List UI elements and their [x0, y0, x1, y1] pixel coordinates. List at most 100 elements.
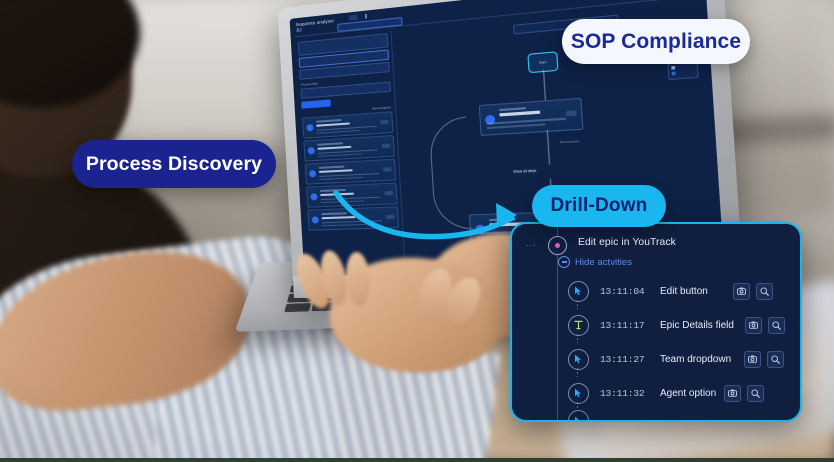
bottom-edge-strip — [0, 458, 834, 462]
activity-row[interactable]: 13:11:27 Team dropdown — [512, 342, 800, 377]
timeline-connector — [577, 334, 578, 343]
app-title: Sequence analyzer — [295, 18, 335, 28]
magnifier-glyph — [751, 388, 760, 398]
avatar — [308, 169, 317, 177]
item-title — [317, 145, 352, 151]
minus-circle-icon — [558, 256, 570, 268]
activity-time: 13:11:04 — [600, 285, 645, 297]
list-item[interactable] — [302, 111, 394, 139]
camera-glyph — [749, 321, 758, 329]
item-title — [318, 169, 353, 174]
list-item[interactable] — [304, 158, 397, 185]
camera-glyph — [748, 355, 757, 363]
key — [284, 302, 312, 313]
legend-swatch-cases — [671, 65, 676, 70]
activity-time: 13:11:27 — [600, 353, 645, 365]
cursor-click-icon — [568, 410, 589, 420]
activity-list: 13:11:04 Edit button — [512, 274, 800, 420]
panel-ellipsis: ... — [526, 238, 537, 248]
item-detail-2 — [316, 129, 361, 135]
graph-edge-label: 89 executions — [560, 139, 580, 145]
item-detail-2 — [319, 176, 364, 181]
item-badge — [381, 143, 391, 149]
node-dot — [555, 243, 560, 248]
graph-edge — [542, 69, 546, 101]
curved-arrow — [333, 190, 517, 240]
app-logo: AI — [295, 27, 303, 35]
header-separator — [364, 13, 368, 19]
badge-sop-compliance[interactable]: SOP Compliance — [562, 19, 750, 64]
cursor-glyph — [575, 286, 581, 296]
cursor-glyph — [575, 416, 580, 420]
screenshot-icon[interactable] — [724, 384, 741, 402]
activity-time: 13:11:32 — [600, 387, 645, 399]
avatar — [307, 146, 315, 154]
drill-down-header: Edit epic in YouTrack — [548, 234, 792, 256]
item-meta — [317, 142, 344, 146]
cursor-glyph — [575, 388, 581, 398]
cursor-glyph — [575, 354, 581, 364]
cursor-click-icon — [568, 280, 589, 302]
activity-label: Team dropdown — [660, 353, 732, 365]
zoom-icon[interactable] — [768, 316, 785, 334]
apply-button[interactable] — [301, 99, 331, 109]
hide-activities-label: Hide actvities — [575, 256, 633, 268]
timeline-connector — [577, 402, 578, 411]
screenshot-icon[interactable] — [733, 282, 750, 300]
camera-glyph — [728, 389, 737, 397]
graph-node[interactable] — [479, 97, 585, 136]
activity-actions — [745, 316, 785, 334]
avatar — [310, 192, 318, 200]
screenshot-icon[interactable] — [745, 316, 762, 334]
graph-edge — [546, 129, 550, 165]
item-badge — [383, 167, 392, 172]
activity-row-partial[interactable] — [512, 410, 800, 420]
item-detail-2 — [317, 153, 362, 158]
timeline-node-icon — [548, 236, 567, 255]
activity-label: Edit button — [660, 285, 708, 297]
drill-down-title: Edit epic in YouTrack — [578, 237, 676, 248]
activity-actions — [733, 282, 773, 300]
item-meta — [318, 165, 345, 169]
header-chip[interactable] — [348, 14, 358, 21]
magnifier-glyph — [771, 354, 780, 364]
expand-steps-label[interactable]: Show all steps — [512, 168, 537, 174]
drill-down-panel[interactable]: ... Edit epic in YouTrack Hide actvities… — [510, 222, 802, 422]
node-meta — [499, 107, 527, 111]
hide-activities-toggle[interactable]: Hide actvities — [558, 256, 632, 268]
search-input[interactable] — [337, 17, 403, 32]
activity-row[interactable]: 13:11:17 Epic Details field — [512, 308, 800, 343]
activity-row[interactable]: 13:11:04 Edit button — [512, 274, 800, 309]
zoom-icon[interactable] — [767, 350, 784, 368]
badge-process-discovery[interactable]: Process Discovery — [72, 140, 276, 188]
avatar — [311, 215, 319, 224]
screenshot-icon[interactable] — [744, 350, 761, 368]
activity-label: Agent option — [660, 387, 717, 399]
item-meta — [315, 118, 342, 123]
activity-label: Epic Details field — [660, 319, 734, 331]
text-input-icon — [568, 314, 589, 336]
node-detail — [486, 117, 567, 125]
item-badge — [380, 119, 389, 125]
legend-swatch-process — [671, 71, 676, 76]
magnifier-glyph — [772, 320, 781, 330]
timeline-connector — [577, 300, 578, 309]
cursor-click-icon — [568, 348, 589, 370]
zoom-icon[interactable] — [747, 384, 764, 402]
cursor-click-icon — [568, 382, 589, 404]
timeline-connector — [577, 368, 578, 377]
item-title — [316, 122, 350, 128]
timeline-rail — [557, 224, 558, 420]
badge-process-label: Process Discovery — [85, 152, 263, 175]
list-item[interactable] — [303, 134, 395, 162]
activity-actions — [744, 350, 784, 368]
badge-drill-label: Drill-Down — [550, 195, 648, 216]
badge-drill-down[interactable]: Drill-Down — [532, 185, 666, 227]
activity-actions — [724, 384, 764, 402]
zoom-icon[interactable] — [756, 282, 773, 300]
activity-row[interactable]: 13:11:32 Agent option — [512, 376, 800, 411]
camera-glyph — [737, 287, 746, 295]
badge-sop-label: SOP Compliance — [570, 29, 742, 53]
node-title — [499, 110, 541, 117]
magnifier-glyph — [760, 286, 769, 296]
